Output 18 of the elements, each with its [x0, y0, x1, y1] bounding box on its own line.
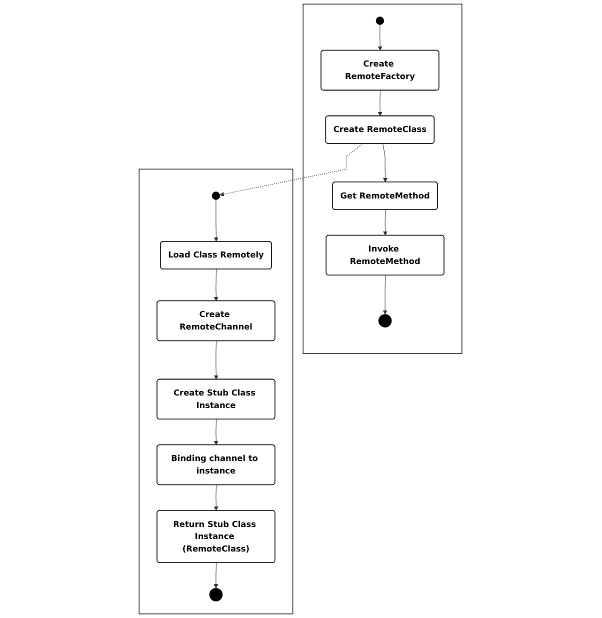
- arrow: [378, 24, 383, 51]
- cluster: [303, 4, 463, 354]
- arrow: [383, 275, 388, 315]
- arrow: [378, 90, 383, 116]
- arrow: [220, 143, 364, 196]
- arrow: [214, 484, 219, 511]
- node-circle: [212, 192, 221, 200]
- arrow: [214, 340, 219, 380]
- arrow: [214, 269, 219, 302]
- arrow: [383, 143, 388, 182]
- arrow: [214, 562, 219, 588]
- cluster: [139, 168, 294, 614]
- node-circle: [378, 314, 392, 328]
- node-circle: [210, 588, 224, 602]
- node-circle: [376, 16, 385, 25]
- arrow: [214, 419, 219, 446]
- arrow: [214, 199, 219, 242]
- arrow: [383, 210, 388, 236]
